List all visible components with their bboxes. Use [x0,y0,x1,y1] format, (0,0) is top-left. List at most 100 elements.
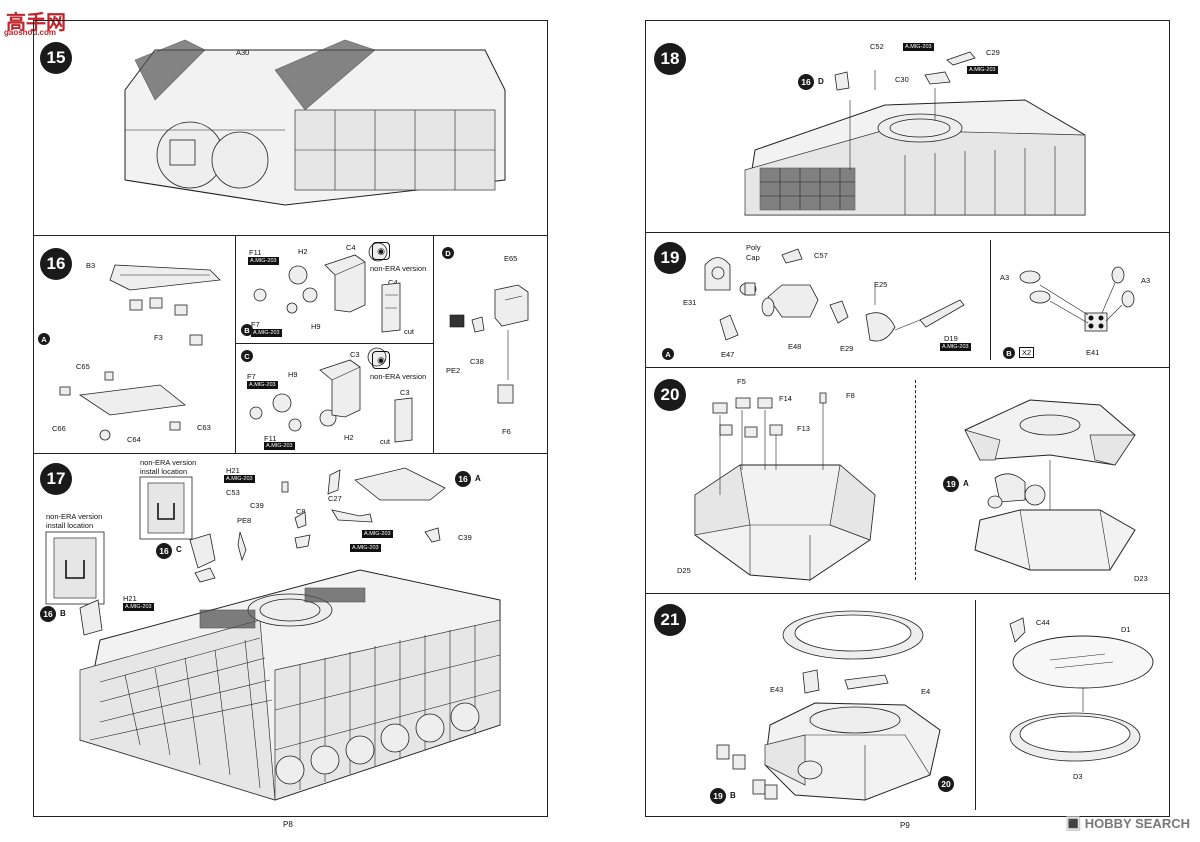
part-C38: C38 [470,357,484,366]
paint-H21-low: A.MIG-203 [123,603,154,611]
step-21-right-illustration [1009,617,1154,762]
step-16-panelA-letter: A [38,333,50,345]
ref-19A-letter: A [963,479,969,488]
paint-18a: A.MIG-203 [903,43,934,51]
watermark-corner: 🔳 HOBBY SEARCH [1064,816,1190,831]
part-C4-b: C4 [346,243,356,252]
ref-16B: 16 [40,606,56,622]
part-C44: C44 [1036,618,1050,627]
paint-H21-top: A.MIG-203 [224,475,255,483]
non-era-note-c: non-ERA version [370,372,427,381]
part-D19: D19 [944,334,958,343]
non-era-icon-c: ◉ [372,351,390,369]
step-21-left-illustration [716,610,941,801]
left-page-number: P8 [283,820,293,829]
part-C65: C65 [76,362,90,371]
part-PE8: PE8 [237,516,252,525]
paint-F7-b: A.MIG-203 [251,329,282,337]
step-20-right-illustration [964,399,1136,571]
ref-16B-letter: B [60,609,66,618]
part-F3: F3 [154,333,163,342]
part-H9-b: H9 [311,322,321,331]
part-PE2: PE2 [446,366,461,375]
part-C53: C53 [226,488,240,497]
part-E25: E25 [874,280,888,289]
step-19-panelA-letter: A [662,348,674,360]
part-C3-c: C3 [350,350,360,359]
paint-C27a: A.MIG-203 [362,530,393,538]
non-era-note-b: non-ERA version [370,264,427,273]
part-C57: C57 [814,251,828,260]
part-C64: C64 [127,435,141,444]
part-E65: E65 [504,254,518,263]
part-D23: D23 [1134,574,1148,583]
part-F6: F6 [502,427,511,436]
part-A3-right: A3 [1141,276,1151,285]
non-era-inset-2 [45,531,105,605]
cut-label-c: cut [380,437,391,446]
step-16D-illustration [449,284,529,404]
part-C27: C27 [328,494,342,503]
part-E43: E43 [770,685,784,694]
part-D3: D3 [1073,772,1083,781]
right-page-number: P9 [900,821,910,830]
part-E41: E41 [1086,348,1100,357]
non-era-inset-1 [139,476,193,540]
step-16C-illustration [249,347,413,443]
part-D25: D25 [677,566,691,575]
step-15-illustration [124,39,506,206]
step-17-badge: 17 [40,463,72,495]
part-H21-low: H21 [123,594,137,603]
paint-F7-c: A.MIG-203 [247,381,278,389]
part-F7-c: F7 [247,372,256,381]
ref-20: 20 [938,776,954,792]
paint-D19: A.MIG-203 [940,343,971,351]
step-19-panelB-letter: B [1003,347,1015,359]
step-21-badge: 21 [654,604,686,636]
ref-16A: 16 [455,471,471,487]
ref-19B: 19 [710,788,726,804]
part-B3: B3 [86,261,96,270]
part-C3-c2: C3 [400,388,410,397]
ref-16D-letter: D [818,77,824,86]
left-frame [33,20,548,817]
paint-C27b: A.MIG-203 [350,544,381,552]
step-18-badge: 18 [654,43,686,75]
part-C39-left: C39 [250,501,264,510]
step-18-illustration [744,51,1086,216]
part-C66: C66 [52,424,66,433]
part-E29: E29 [840,344,854,353]
non-era-install-note-2: non-ERA version install location [46,512,103,530]
part-C4-b2: C4 [388,278,398,287]
part-F14: F14 [779,394,792,403]
paint-F11-b: A.MIG-203 [248,257,279,265]
watermark-url: gaoshou.com [4,28,57,37]
part-H21-top: H21 [226,466,240,475]
step-16-panelC-letter: C [241,350,253,362]
right-frame [645,20,1170,817]
ref-19B-letter: B [730,791,736,800]
step-19B-illustration [1019,266,1135,332]
part-F11-c: F11 [264,434,277,443]
part-C39-right: C39 [458,533,472,542]
part-E4: E4 [921,687,931,696]
paint-F11-c: A.MIG-203 [264,442,295,450]
step-20-left-illustration [694,392,876,581]
part-H2-c: H2 [344,433,354,442]
part-H2-b: H2 [298,247,308,256]
part-Cap: Cap [746,253,760,262]
step-19-badge: 19 [654,242,686,274]
part-E31: E31 [683,298,697,307]
paint-18b: A.MIG-203 [967,66,998,74]
part-E48: E48 [788,342,802,351]
multiplier-x2: X2 [1019,347,1035,358]
part-C29: C29 [986,48,1000,57]
part-C30: C30 [895,75,909,84]
ref-16A-letter: A [475,474,481,483]
part-Poly: Poly [746,243,761,252]
part-A3-left: A3 [1000,273,1010,282]
part-F8: F8 [846,391,855,400]
ref-16D: 16 [798,74,814,90]
step-16B-illustration [253,242,401,333]
part-F5: F5 [737,377,746,386]
